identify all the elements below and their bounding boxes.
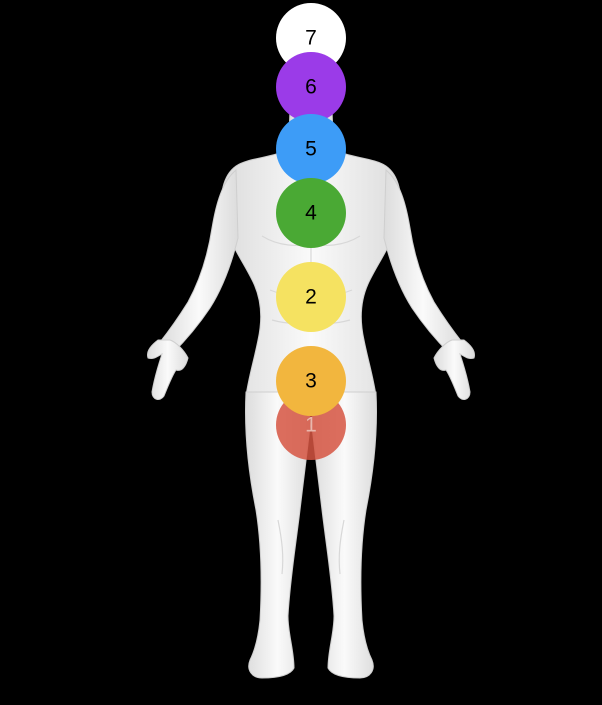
chakra-2-marker[interactable]: 2 (276, 262, 346, 332)
right-hand (433, 339, 475, 400)
left-arm (159, 168, 239, 355)
chakra-4-label: 4 (305, 202, 317, 225)
chakra-7-circle[interactable] (276, 3, 346, 73)
chakra-5-label: 5 (305, 138, 317, 161)
chakra-1-label: 1 (305, 414, 317, 437)
right-arm (383, 168, 463, 355)
chakra-7-marker[interactable]: 7 (276, 3, 346, 73)
chakra-3-label: 3 (305, 370, 317, 393)
left-leg (244, 391, 311, 679)
chakra-6-marker[interactable]: 6 (276, 52, 346, 122)
chakra-7-label: 7 (305, 27, 317, 50)
chakra-6-circle[interactable] (276, 52, 346, 122)
chakra-2-label: 2 (305, 286, 317, 309)
chakra-5-circle[interactable] (276, 114, 346, 184)
chakra-2-circle[interactable] (276, 262, 346, 332)
chakra-3-marker[interactable]: 3 (276, 346, 346, 416)
chakra-6-label: 6 (305, 76, 317, 99)
right-leg (311, 391, 378, 679)
chakra-layer: 7 6 5 4 2 1 3 (276, 3, 346, 460)
left-hand (147, 339, 189, 400)
human-body-figure (147, 109, 475, 679)
chakra-3-circle[interactable] (276, 346, 346, 416)
chakra-5-marker[interactable]: 5 (276, 114, 346, 184)
chakra-4-marker[interactable]: 4 (276, 178, 346, 248)
chakra-4-circle[interactable] (276, 178, 346, 248)
